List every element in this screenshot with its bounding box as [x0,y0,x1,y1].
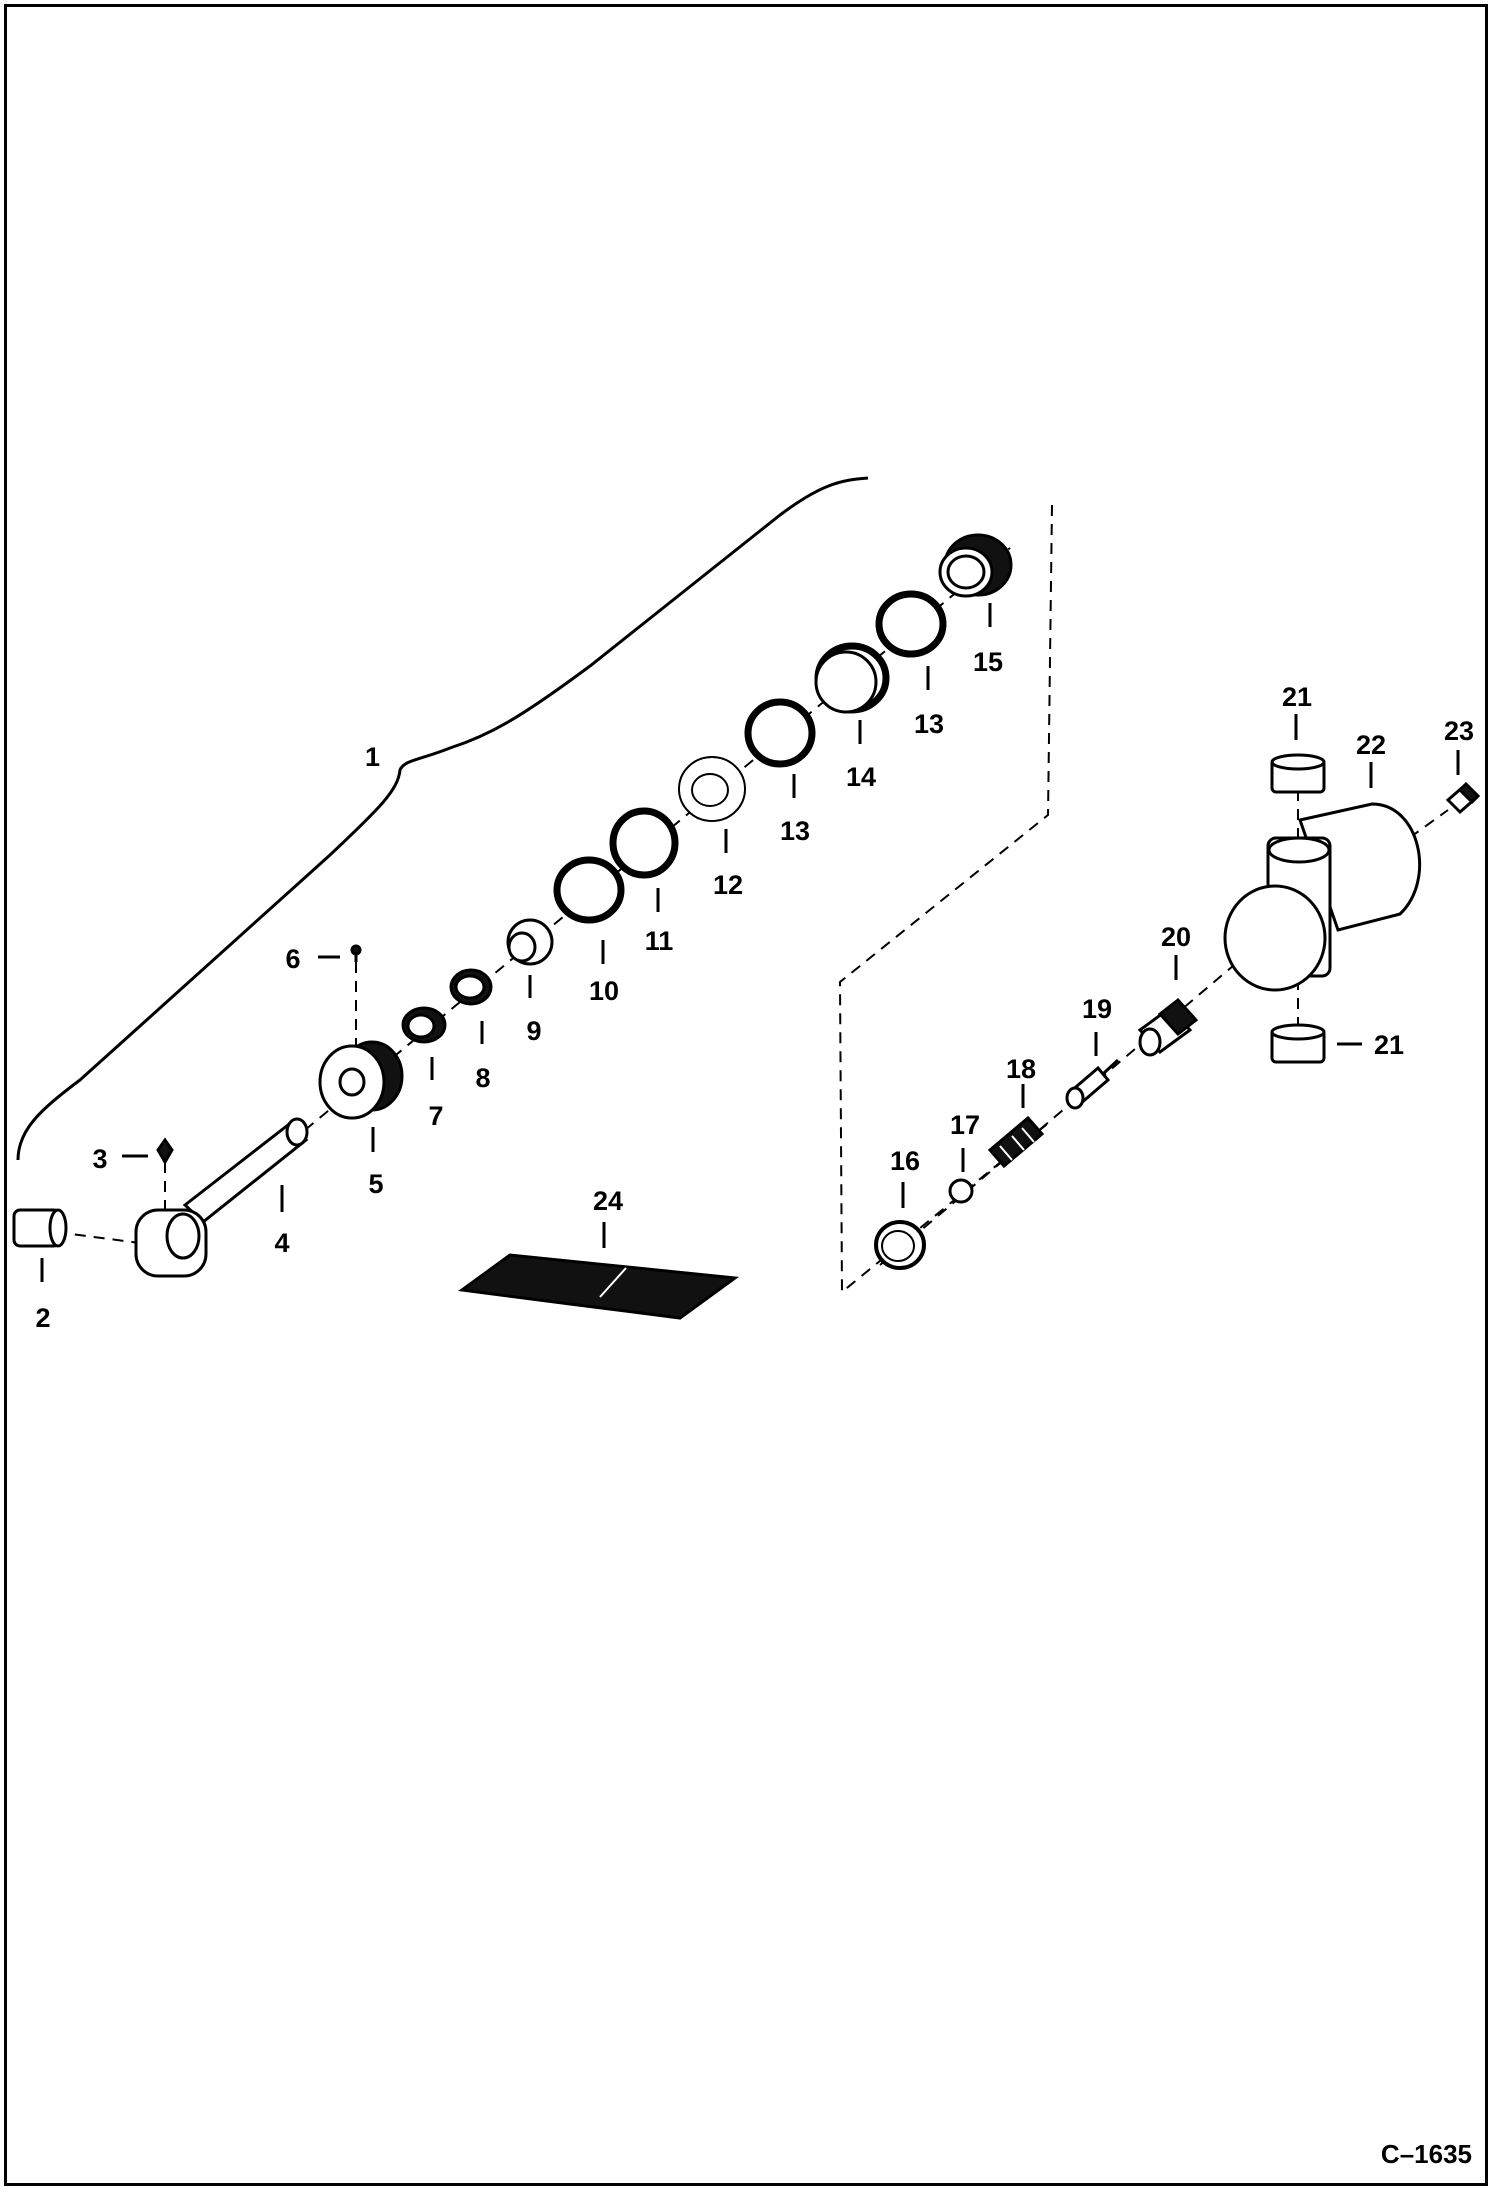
callout-1: 1 [365,742,380,772]
part-10-oring [553,856,625,924]
part-15-nut [938,533,1013,598]
callout-14: 14 [846,762,876,792]
callout-10: 10 [589,976,619,1006]
part-3-grease-fitting [156,1137,174,1165]
part-19-poppet [1065,1058,1120,1110]
callout-20: 20 [1161,922,1191,952]
callout-6: 6 [285,944,300,974]
part-12-piston [678,756,746,822]
assembly-brace [16,476,869,1161]
part-13-ring-b [875,590,947,658]
callout-8: 8 [475,1063,490,1093]
part-6-setscrew [350,944,362,962]
callout-3: 3 [92,1144,107,1174]
center-line-relief [879,959,1241,1266]
callout-21a: 21 [1282,682,1312,712]
part-2-bushing [12,1208,68,1248]
callout-7: 7 [428,1101,443,1131]
part-20-adjuster [1137,997,1199,1057]
drawing-frame [4,4,1488,2186]
callout-16: 16 [890,1146,920,1176]
callout-17: 17 [950,1110,980,1140]
callout-22: 22 [1356,730,1386,760]
callout-12: 12 [713,870,743,900]
part-9-wiper [506,918,554,966]
callout-11: 11 [645,926,674,956]
part-22-tube [1223,802,1422,992]
part-21-bushing-top [1270,753,1326,794]
part-18-spring [987,1115,1045,1169]
part-17-ball [948,1178,974,1204]
part-21-bushing-bottom [1270,1023,1326,1064]
part-7-seal [401,1006,447,1044]
callout-24: 24 [593,1186,623,1216]
part-5-head [318,1040,404,1120]
drawing-code: C–1635 [1381,2139,1472,2169]
part-16-washer [874,1220,926,1270]
part-23-fitting [1445,781,1481,815]
callout-13b: 13 [914,709,944,739]
leader-lines [40,603,1460,1282]
callout-13a: 13 [780,816,810,846]
callout-23: 23 [1444,716,1474,746]
callout-5: 5 [368,1169,383,1199]
part-8-ring [449,968,493,1006]
callout-18: 18 [1006,1054,1036,1084]
part-24-decal [458,1253,740,1320]
callout-19: 19 [1082,994,1112,1024]
callout-2: 2 [35,1303,50,1333]
callout-4: 4 [274,1228,289,1258]
callout-15: 15 [973,647,1003,677]
part-4-rod [134,1117,309,1278]
callout-labels: 1 2 3 4 5 6 7 8 9 10 11 12 13 14 13 15 1… [35,647,1474,1333]
callout-21b: 21 [1374,1030,1404,1060]
callout-9: 9 [526,1016,541,1046]
part-11-backup-ring [609,807,679,879]
part-14-seal [814,642,890,714]
part-13-ring-a [744,698,816,768]
